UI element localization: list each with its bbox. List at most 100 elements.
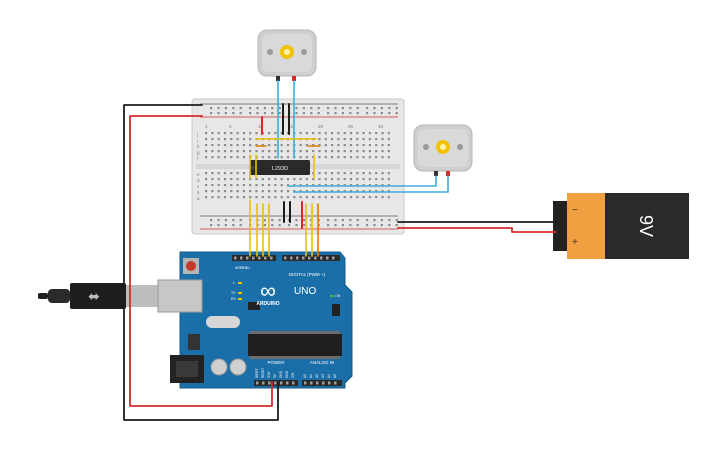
breadboard-hole — [387, 138, 390, 141]
motor-1-shaft — [284, 49, 290, 55]
rail-hole — [278, 107, 281, 110]
breadboard-hole — [299, 184, 302, 187]
header-pin — [316, 381, 319, 385]
breadboard-hole — [242, 178, 245, 181]
breadboard-hole — [331, 150, 334, 153]
breadboard-hole — [293, 178, 296, 181]
rail-hole — [217, 224, 220, 227]
breadboard-hole — [261, 144, 264, 147]
breadboard-hole — [299, 196, 302, 199]
rail-hole — [256, 112, 259, 115]
header-pin — [314, 256, 317, 260]
breadboard-hole — [261, 184, 264, 187]
column-number: 5 — [229, 124, 232, 129]
breadboard-hole — [242, 138, 245, 141]
rail-hole — [232, 224, 235, 227]
rail-hole — [295, 219, 298, 222]
l293d-chip[interactable]: L293D — [250, 160, 310, 175]
breadboard-hole — [286, 184, 290, 187]
breadboard-hole — [230, 156, 233, 159]
breadboard-hole — [236, 150, 239, 153]
pin-label-a3: A3 — [321, 374, 325, 378]
breadboard-hole — [362, 172, 365, 175]
rail-hole — [388, 107, 391, 110]
rail-hole — [210, 219, 213, 222]
battery-9v[interactable]: − + 9V — [553, 193, 689, 259]
breadboard-hole — [280, 178, 283, 181]
rail-hole — [349, 112, 352, 115]
breadboard-hole — [236, 178, 239, 181]
rail-hole — [334, 219, 337, 222]
chip-notch — [251, 165, 255, 170]
breadboard-hole — [255, 150, 258, 153]
wire-gnd-to-top-rail[interactable] — [123, 104, 279, 421]
breadboard-hole — [337, 190, 340, 193]
rail-hole — [249, 112, 252, 115]
breadboard-hole — [387, 150, 390, 153]
breadboard-hole — [318, 190, 321, 193]
row-letter-a: a — [197, 196, 200, 201]
breadboard-hole — [286, 190, 290, 193]
rail-hole — [271, 224, 274, 227]
breadboard-hole — [362, 138, 365, 141]
analog-label: ANALOG IN — [310, 360, 335, 365]
breadboard-hole — [349, 172, 353, 175]
breadboard-hole — [230, 150, 233, 153]
row-letter-b: b — [197, 190, 200, 195]
breadboard-hole — [268, 196, 271, 199]
breadboard-hole — [324, 150, 327, 153]
breadboard-hole — [268, 178, 271, 181]
breadboard-hole — [343, 138, 346, 141]
breadboard-hole — [205, 144, 208, 147]
breadboard-hole — [261, 150, 264, 153]
usb-plug-metal — [126, 285, 158, 307]
dc-motor-2[interactable] — [413, 124, 473, 176]
breadboard-hole — [387, 132, 390, 135]
dc-motor-1[interactable] — [257, 29, 317, 81]
breadboard-hole — [223, 150, 227, 153]
rail-hole — [341, 112, 344, 115]
breadboard-hole — [305, 156, 308, 159]
rail-hole — [334, 107, 337, 110]
breadboard-hole — [223, 178, 227, 181]
rail-hole — [327, 224, 330, 227]
header-pin — [304, 381, 307, 385]
breadboard-hole — [387, 184, 390, 187]
breadboard-hole — [318, 178, 321, 181]
rail-hole — [295, 224, 298, 227]
breadboard-hole — [362, 190, 365, 193]
header-pin — [334, 381, 337, 385]
breadboard-hole — [211, 184, 214, 187]
rail-hole — [366, 112, 369, 115]
breadboard-hole — [249, 150, 252, 153]
breadboard-hole — [249, 132, 252, 135]
breadboard-hole — [230, 178, 233, 181]
reset-button[interactable] — [186, 261, 196, 271]
breadboard-hole — [274, 150, 277, 153]
breadboard-hole — [331, 156, 334, 159]
wire-motor2-a[interactable] — [287, 175, 437, 187]
wire-5v-to-top-rail[interactable] — [129, 115, 273, 407]
breadboard-hole — [387, 172, 390, 175]
wire-battery-positive[interactable] — [397, 227, 557, 233]
battery-minus-label: − — [572, 205, 578, 216]
breadboard-hole — [274, 132, 277, 135]
pin-label-reset: RESET — [261, 367, 265, 378]
wire-motor2-b[interactable] — [293, 175, 449, 193]
usb-cable[interactable]: ⬌ — [38, 283, 158, 309]
breadboard-hole — [343, 190, 346, 193]
rail-hole — [232, 107, 235, 110]
header-pin — [256, 381, 259, 385]
arduino-uno[interactable]: AREF GND DIGITAL (PWM ~) POWER ANALOG IN… — [157, 251, 353, 389]
breadboard-hole — [356, 184, 359, 187]
breadboard-hole — [305, 178, 308, 181]
rail-hole — [302, 107, 305, 110]
breadboard-hole — [236, 190, 239, 193]
motor-1-terminal-black — [276, 76, 280, 81]
breadboard-hole — [318, 184, 321, 187]
breadboard-hole — [217, 150, 220, 153]
breadboard-hole — [249, 196, 252, 199]
breadboard-hole — [349, 184, 353, 187]
header-pin — [258, 256, 261, 260]
